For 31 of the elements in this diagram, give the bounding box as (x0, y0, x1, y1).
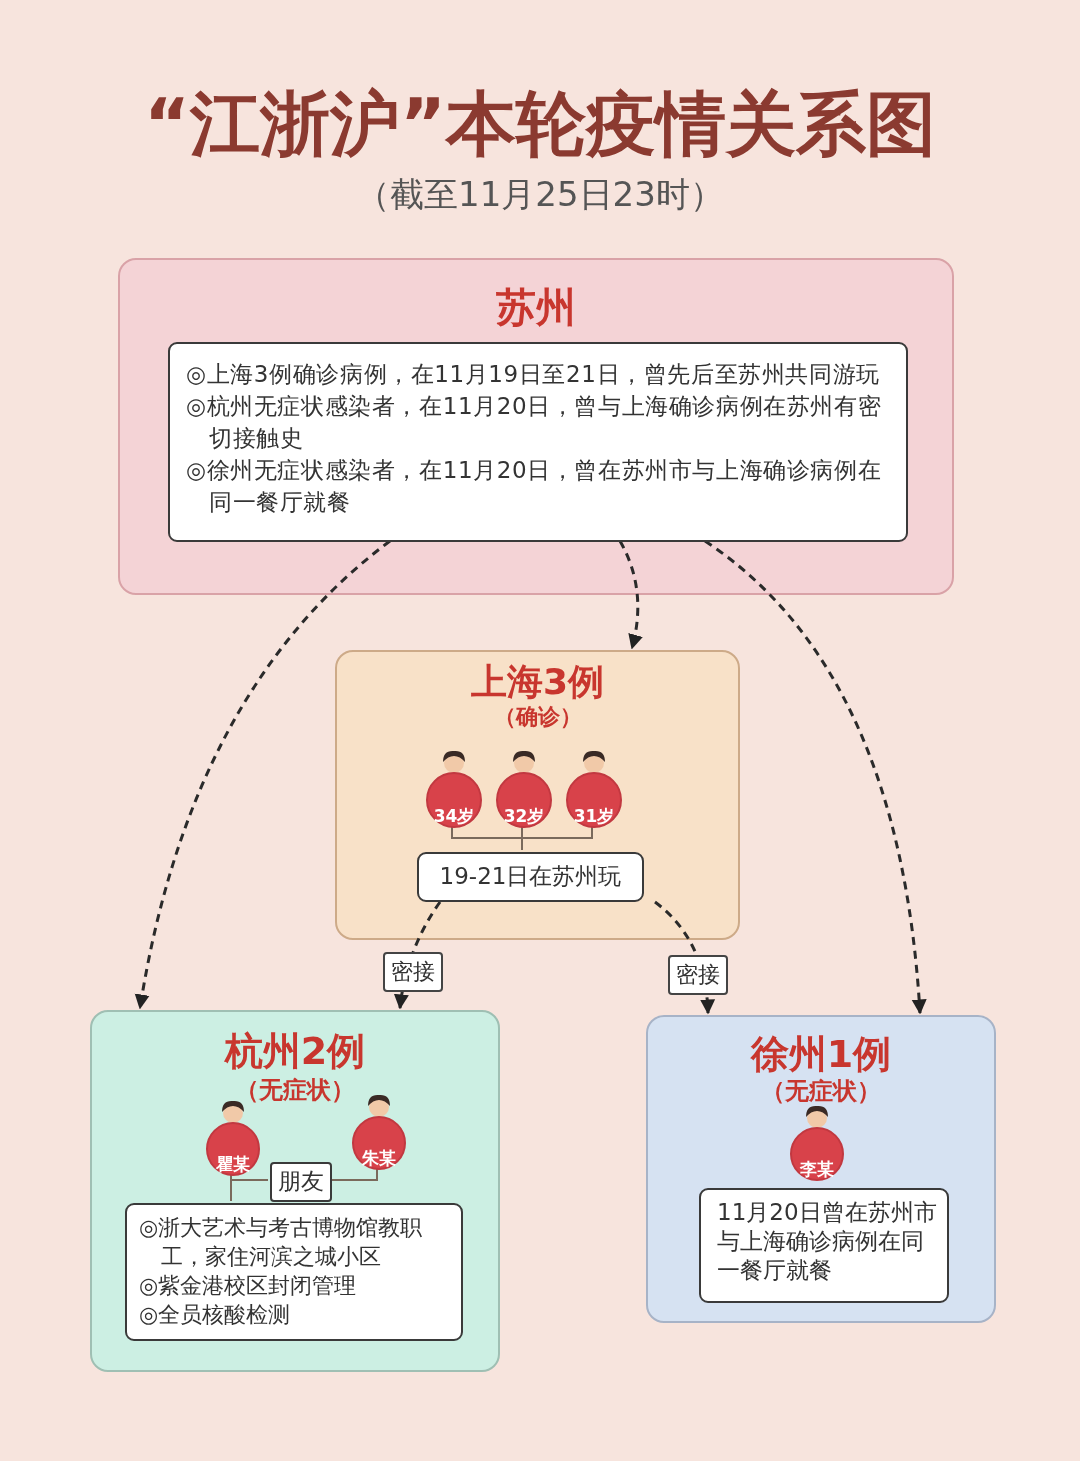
city-panel (335, 650, 740, 940)
info-box: 19-21日在苏州玩 (417, 852, 644, 902)
city-panel (90, 1010, 500, 1372)
city-panel (646, 1015, 996, 1323)
dashed-arrow (135, 539, 391, 1010)
panel-heading: 上海3例 (469, 660, 606, 704)
info-box: ◎上海3例确诊病例，在11月19日至21日，曾先后至苏州共同游玩 ◎杭州无症状感染者，在11月20日，曾与上海确诊病例在苏州有密切接触史 ◎徐州无症状感染者，在11月20日，曾在苏州市与上海确诊病例在同一餐厅就餐 (168, 342, 908, 542)
person-badge: 32岁 (496, 772, 552, 828)
person-badge: 31岁 (566, 772, 622, 828)
person-badge: 34岁 (426, 772, 482, 828)
dashed-arrow (704, 539, 927, 1015)
connector-line (329, 1167, 378, 1181)
info-box: 11月20日曾在苏州市与上海确诊病例在同一餐厅就餐 (699, 1188, 949, 1303)
info-box: 朋友 (270, 1162, 332, 1202)
panel-subheading: （确诊） (492, 703, 583, 731)
edge-label: 密接 (668, 955, 728, 995)
info-box: ◎浙大艺术与考古博物馆教职工，家住河滨之城小区 ◎紫金港校区封闭管理 ◎全员核酸检测 (125, 1203, 463, 1341)
person-badge: 朱某 (352, 1116, 406, 1170)
panel-heading: 杭州2例 (223, 1028, 367, 1075)
panel-heading: 苏州 (495, 283, 577, 332)
panel-heading: 徐州1例 (749, 1031, 893, 1078)
city-panel (118, 258, 954, 595)
dashed-arrow (618, 540, 643, 650)
panel-subheading: （无症状） (234, 1075, 356, 1106)
person-badge: 李某 (790, 1127, 844, 1181)
title: “江浙沪”本轮疫情关系图 (143, 82, 937, 167)
connector-line (521, 825, 593, 851)
person-badge: 瞿某 (206, 1122, 260, 1176)
panel-subheading: （无症状） (760, 1076, 882, 1107)
subtitle: （截至11月25日23时） (355, 173, 725, 216)
edge-label: 密接 (383, 952, 443, 992)
